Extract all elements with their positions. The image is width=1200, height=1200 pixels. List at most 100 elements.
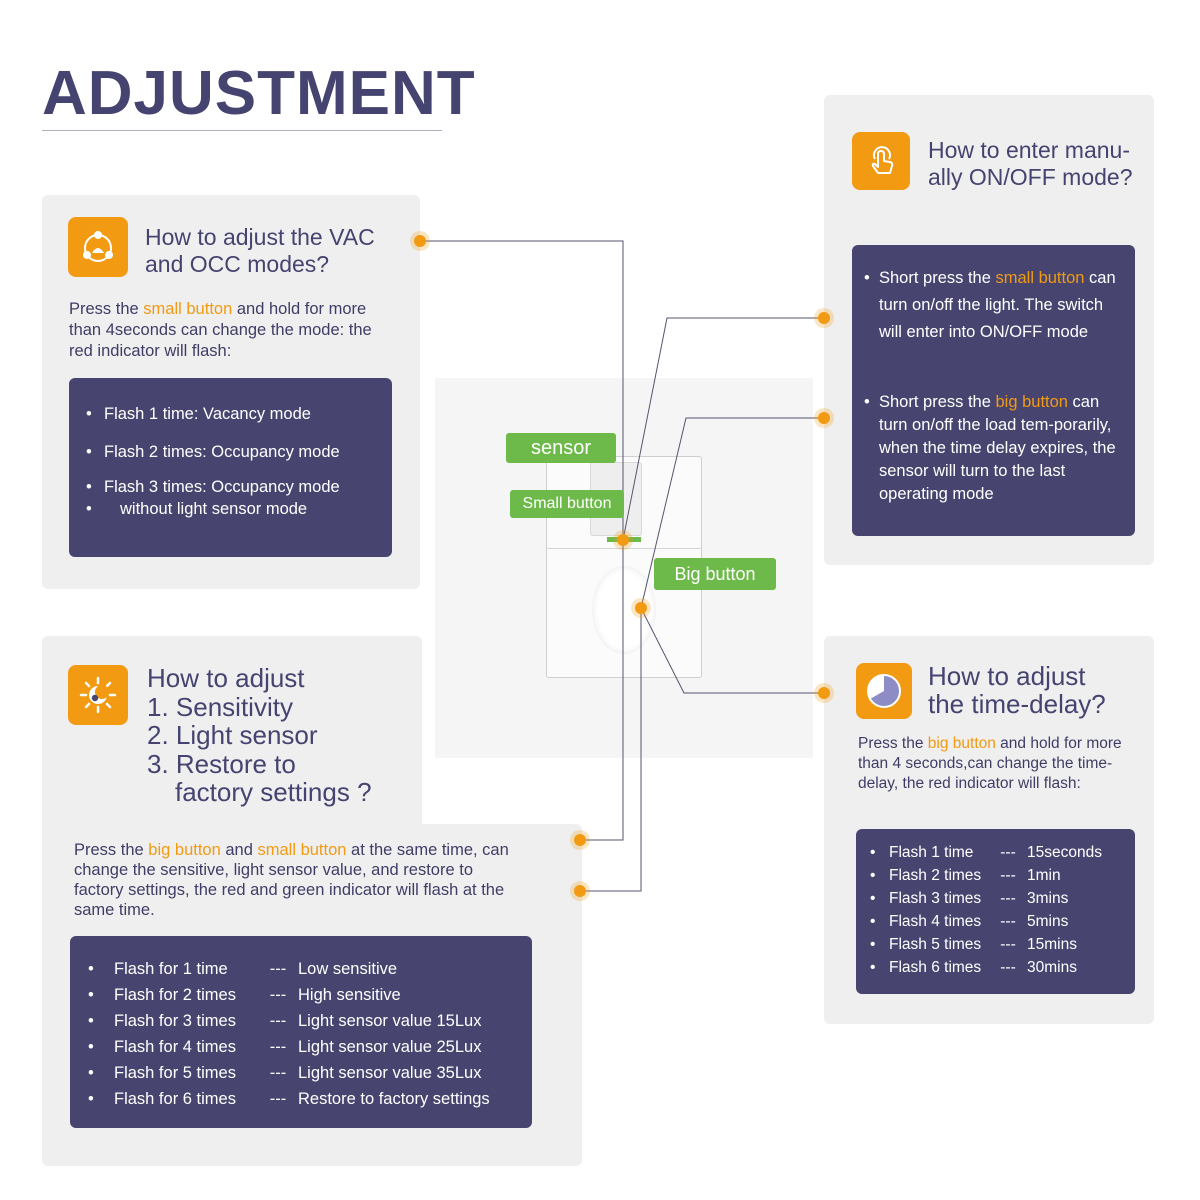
list-item-continuation: without light sensor mode	[86, 500, 340, 519]
flash-result: Light sensor value 35Lux	[298, 1064, 482, 1082]
vac-occ-list-panel: Flash 1 time: Vacancy mode Flash 2 times…	[69, 378, 392, 557]
separator: ---	[269, 1012, 287, 1030]
time-delay-title: How to adjust the time-delay?	[928, 661, 1106, 719]
separator: ---	[269, 1090, 287, 1108]
plate-divider	[546, 548, 702, 549]
connector-dot	[818, 412, 830, 424]
connector-time-delay	[640, 607, 824, 694]
flash-count: Flash 6 times	[889, 959, 982, 976]
bullet: •	[870, 867, 876, 884]
separator: ---	[269, 986, 287, 1004]
separator: ---	[1000, 913, 1016, 930]
flash-count: Flash 4 times	[889, 913, 982, 930]
page-title: ADJUSTMENT	[42, 59, 476, 128]
flash-count: Flash 2 times	[889, 867, 982, 884]
list-item: •Flash for 5 times---Light sensor value …	[88, 1060, 490, 1086]
flash-count: Flash 3 times	[889, 890, 982, 907]
manual-mode-title: How to enter manu- ally ON/OFF mode?	[928, 137, 1133, 190]
sensitivity-list: • Flash for 1 time --- Low sensitive • Flash …	[88, 956, 490, 1112]
list-item: Flash 2 times: Occupancy mode	[86, 443, 340, 462]
flash-count: Flash for 6 times	[114, 1090, 236, 1108]
separator: ---	[1000, 936, 1016, 953]
list-item: • Flash 5 times --- 15mins	[870, 933, 1102, 956]
bullet: •	[870, 890, 876, 907]
flash-count: Flash 5 times	[889, 936, 982, 953]
flash-result: 15seconds	[1027, 844, 1102, 861]
separator: ---	[1000, 959, 1016, 976]
separator: ---	[269, 1064, 287, 1082]
separator: ---	[269, 1038, 287, 1056]
flash-result: 30mins	[1027, 959, 1077, 976]
connector-dot	[574, 834, 586, 846]
connector-dot	[818, 687, 830, 699]
connector-dot	[818, 312, 830, 324]
bullet: •	[88, 960, 94, 978]
manual-bullet-big: • Short press the big button can turn on…	[864, 393, 1116, 503]
small-button-tag: Small button	[510, 490, 624, 518]
list-item: • Flash for 2 times --- High sensitive	[88, 982, 490, 1008]
flash-count: Flash for 1 time	[114, 960, 228, 978]
flash-count: Flash for 4 times	[114, 1038, 236, 1056]
bullet: •	[870, 913, 876, 930]
bullet: •	[870, 844, 876, 861]
connector-dot	[574, 885, 586, 897]
list-item: • Flash for 6 times --- Restore to factory …	[88, 1086, 490, 1112]
vac-occ-title: How to adjust the VAC and OCC modes?	[145, 224, 375, 277]
list-item: •Flash 6 times---30mins	[870, 956, 1102, 979]
connector-dot	[635, 602, 647, 614]
vac-occ-description: Press the small button and hold for more…	[69, 300, 372, 360]
bullet: •	[88, 1038, 94, 1056]
flash-count: Flash for 2 times	[114, 986, 236, 1004]
sensitivity-description: Press the big button and small button at…	[74, 841, 509, 919]
flash-result: High sensitive	[298, 986, 401, 1004]
flash-result: 15mins	[1027, 936, 1077, 953]
list-item: • Flash 4 times --- 5mins	[870, 910, 1102, 933]
flash-count: Flash for 3 times	[114, 1012, 236, 1030]
manual-mode-panel: • Short press the small button can turn …	[852, 245, 1135, 536]
sensitivity-list-panel: • Flash for 1 time --- Low sensitive • Flash …	[70, 936, 532, 1128]
separator: ---	[1000, 844, 1016, 861]
time-delay-list-panel: • Flash 1 time --- 15seconds • Flash 2 times -…	[856, 829, 1135, 994]
list-item: • Flash 2 times --- 1min	[870, 864, 1102, 887]
flash-result: 1min	[1027, 867, 1061, 884]
flash-result: Light sensor value 15Lux	[298, 1012, 482, 1030]
time-delay-description: Press the big button and hold for more t…	[858, 735, 1122, 792]
flash-count: Flash for 5 times	[114, 1064, 236, 1082]
sensitivity-title: How to adjust 1. Sensitivity 2. Light se…	[147, 663, 372, 807]
list-item: Flash 1 time: Vacancy mode	[86, 405, 340, 424]
connector-dot	[617, 534, 629, 546]
bullet: •	[88, 1012, 94, 1030]
bullet: •	[88, 986, 94, 1004]
people-network-icon	[68, 217, 128, 277]
vac-occ-list: Flash 1 time: Vacancy mode Flash 2 times…	[86, 405, 340, 519]
tap-finger-icon	[852, 132, 910, 190]
list-item: • Flash for 3 times --- Light sensor value …	[88, 1008, 490, 1034]
sensor-tag: sensor	[506, 433, 616, 463]
title-underline	[42, 130, 442, 131]
list-item: Flash 3 times: Occupancy mode	[86, 478, 340, 497]
flash-result: 3mins	[1027, 890, 1069, 907]
time-delay-list: • Flash 1 time --- 15seconds • Flash 2 times -…	[870, 841, 1102, 979]
flash-result: Restore to factory settings	[298, 1090, 490, 1108]
manual-bullet-small: • Short press the small button can turn …	[864, 269, 1116, 341]
sun-moon-icon	[68, 665, 128, 725]
flash-result: 5mins	[1027, 913, 1069, 930]
list-item: • Flash for 1 time --- Low sensitive	[88, 956, 490, 982]
separator: ---	[1000, 867, 1016, 884]
connector-vac-occ	[420, 240, 624, 841]
connector-dot	[414, 235, 426, 247]
connector-manual-big	[640, 417, 824, 609]
list-item: • Flash 1 time --- 15seconds	[870, 841, 1102, 864]
bullet: •	[88, 1090, 94, 1108]
connector-manual-small	[622, 317, 824, 541]
separator: ---	[269, 960, 287, 978]
connector-sensitivity-big	[580, 608, 642, 892]
flash-count: Flash 1 time	[889, 844, 974, 861]
flash-result: Low sensitive	[298, 960, 398, 978]
bullet: •	[870, 936, 876, 953]
list-item: • Flash for 4 times --- Light sensor value …	[88, 1034, 490, 1060]
timer-icon	[856, 663, 912, 719]
list-item: •Flash 3 times---3mins	[870, 887, 1102, 910]
flash-result: Light sensor value 25Lux	[298, 1038, 482, 1056]
